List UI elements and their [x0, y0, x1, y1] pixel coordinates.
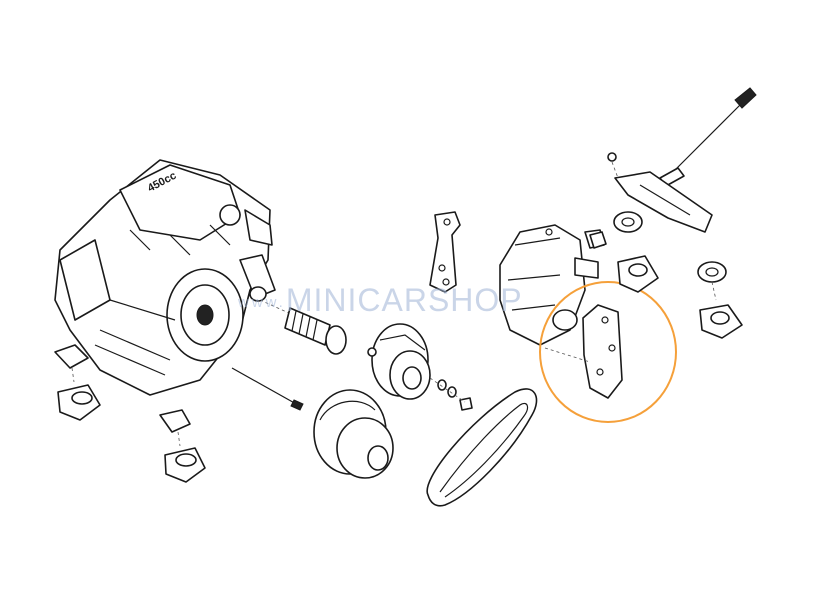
- engine-assembly: 450cc: [54, 159, 276, 396]
- engine-mount-left-bottom: [159, 409, 206, 483]
- mount-far-right: [697, 261, 743, 339]
- engine-mount-left-top: [54, 344, 101, 421]
- mount-right-middle: [617, 255, 659, 293]
- shaft-sleeve: [249, 286, 347, 355]
- shift-cable: [659, 87, 757, 187]
- drive-belt: [426, 388, 538, 507]
- shift-bracket: [607, 152, 713, 233]
- drive-clutch-rear: [367, 323, 431, 400]
- long-bolt: [231, 367, 304, 411]
- highlight-circle: [539, 281, 677, 423]
- mount-right-upper: [589, 211, 643, 249]
- washer-and-bolt: [429, 377, 473, 411]
- highlighted-rear-bracket: [539, 281, 677, 423]
- mounting-bracket: [429, 211, 461, 293]
- drive-clutch-front: [313, 389, 394, 479]
